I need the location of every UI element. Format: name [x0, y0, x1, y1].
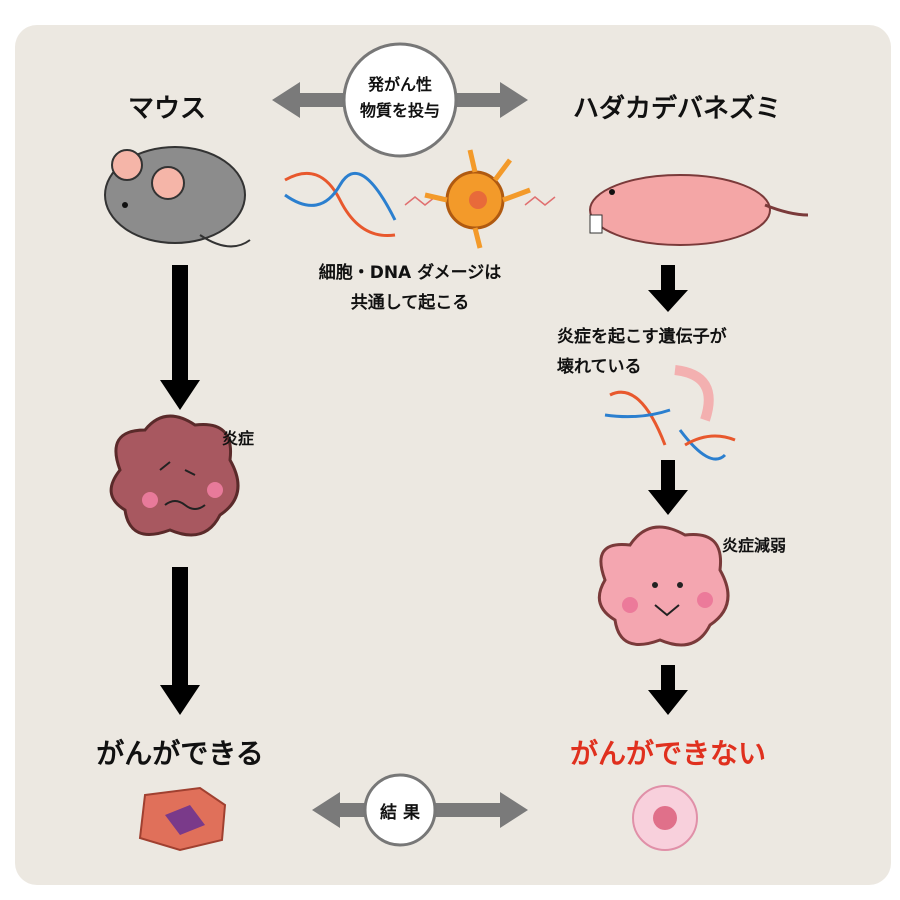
mouse-title: マウス	[128, 94, 207, 124]
flow-arrows	[160, 265, 688, 715]
cancer-forms-result: がんができる	[96, 737, 264, 770]
normal-cell-illustration	[632, 785, 698, 851]
broken-dna-illustration	[604, 365, 736, 461]
gene-broken-caption: 炎症を起こす遺伝子が 壊れている	[557, 322, 727, 382]
bottom-circle-text: 結 果	[380, 803, 420, 823]
naked-mole-rat-title: ハダカデバネズミ	[573, 94, 782, 124]
shared-damage-caption: 細胞・DNA ダメージは 共通して起こる	[290, 258, 530, 318]
gene-caption-line1: 炎症を起こす遺伝子が	[557, 327, 727, 347]
reduced-inflammation-label: 炎症減弱	[722, 536, 787, 555]
bottom-circle	[363, 773, 437, 847]
mouse-illustration	[104, 146, 251, 248]
arrow-left-2	[160, 567, 200, 715]
arrow-right-3	[648, 665, 688, 715]
top-circle	[342, 42, 458, 158]
cancer-tissue-illustration	[138, 786, 227, 852]
gene-caption-line2: 壊れている	[557, 357, 642, 377]
top-circle-line1: 発がん性	[367, 75, 432, 94]
arrow-right-2	[648, 460, 688, 515]
arrow-right-1	[648, 265, 688, 312]
inflamed-blob-left	[109, 414, 240, 537]
arrow-left-1	[160, 265, 200, 410]
top-circle-line2: 物質を投与	[359, 101, 440, 120]
naked-mole-rat-illustration	[589, 174, 809, 246]
mild-blob-right	[597, 525, 730, 647]
top-circle-text: 発がん性 物質を投与	[344, 72, 456, 124]
shared-caption-line2: 共通して起こる	[350, 293, 470, 313]
no-cancer-result: がんができない	[569, 737, 766, 770]
inflammation-label: 炎症	[222, 429, 255, 448]
shared-caption-line1: 細胞・DNA ダメージは	[318, 263, 502, 283]
dna-damage-illustration	[284, 149, 556, 249]
